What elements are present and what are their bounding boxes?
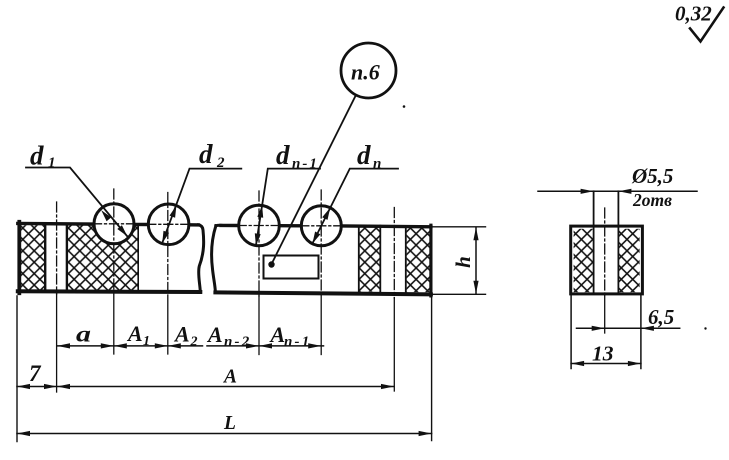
svg-text:п.6: п.6 bbox=[351, 60, 380, 85]
svg-text:6,5: 6,5 bbox=[648, 305, 674, 329]
svg-text:d: d bbox=[199, 139, 213, 169]
svg-text:A: A bbox=[173, 322, 190, 347]
svg-text:13: 13 bbox=[592, 342, 614, 366]
svg-text:n-1: n-1 bbox=[292, 156, 319, 172]
svg-text:A: A bbox=[269, 322, 286, 347]
svg-text:n: n bbox=[373, 156, 381, 172]
svg-text:n-1: n-1 bbox=[284, 334, 311, 350]
svg-text:h: h bbox=[451, 256, 475, 268]
svg-text:L: L bbox=[223, 413, 236, 434]
svg-text:d: d bbox=[357, 140, 371, 170]
svg-text:2: 2 bbox=[216, 155, 225, 171]
svg-text:2: 2 bbox=[190, 335, 198, 350]
svg-text:7: 7 bbox=[29, 361, 42, 386]
svg-text:d: d bbox=[276, 140, 290, 170]
svg-text:0,32: 0,32 bbox=[675, 2, 712, 26]
svg-text:A: A bbox=[126, 321, 143, 346]
svg-text:Ø5,5: Ø5,5 bbox=[631, 164, 673, 188]
svg-text:d: d bbox=[30, 141, 44, 171]
svg-text:A: A bbox=[206, 322, 223, 347]
svg-text:1: 1 bbox=[48, 155, 56, 171]
svg-text:1: 1 bbox=[143, 334, 150, 349]
svg-text:2отв: 2отв bbox=[632, 190, 672, 210]
svg-text:A: A bbox=[222, 367, 237, 388]
svg-text:a: a bbox=[76, 321, 91, 347]
svg-text:n-2: n-2 bbox=[224, 334, 251, 350]
